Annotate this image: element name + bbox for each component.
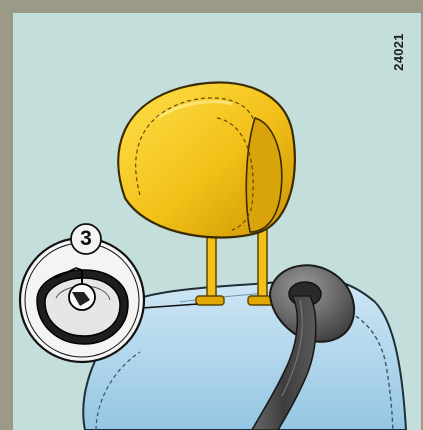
magnifier-inset [20, 238, 144, 362]
headrest [118, 82, 295, 237]
figure-id: 24021 [387, 22, 411, 82]
callout-number: 3 [72, 225, 100, 253]
post-collar-left [196, 296, 224, 305]
